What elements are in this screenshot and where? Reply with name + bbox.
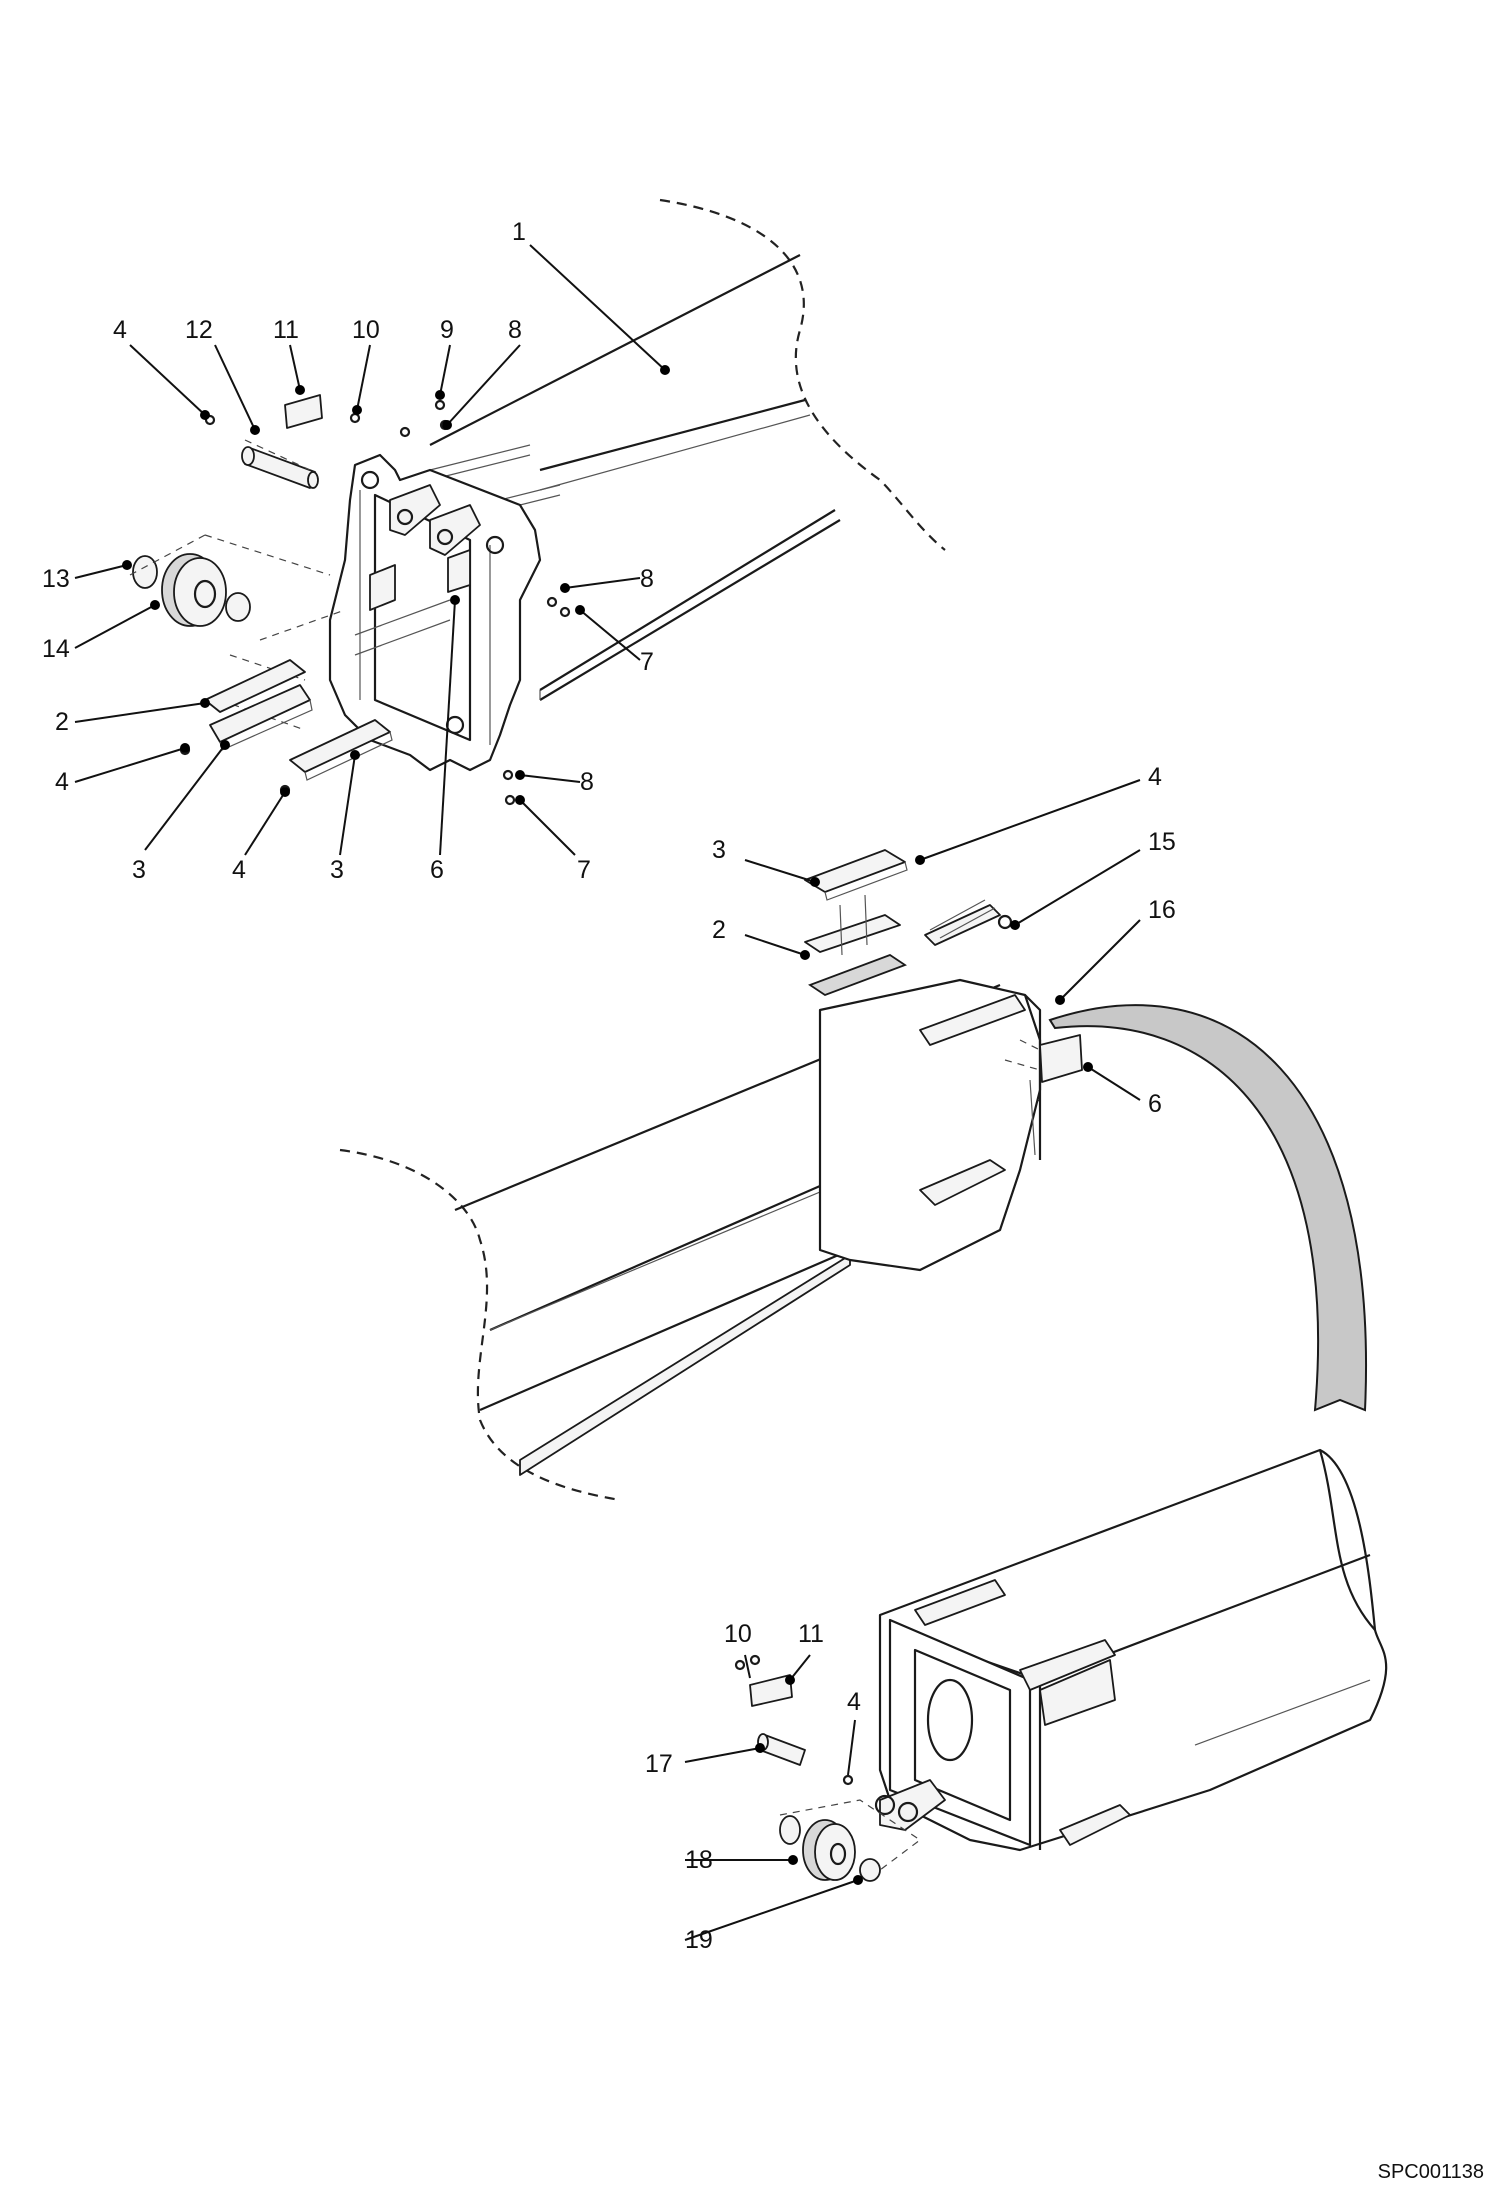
callout-10: 10 — [352, 316, 380, 344]
pin-12 — [241, 446, 319, 489]
callout-3: 3 — [132, 856, 146, 884]
callout-7: 7 — [577, 856, 591, 884]
callout-9: 9 — [440, 316, 454, 344]
callout-15: 15 — [1148, 828, 1176, 856]
callout-3: 3 — [712, 836, 726, 864]
callout-8: 8 — [508, 316, 522, 344]
callout-4: 4 — [232, 856, 246, 884]
callout-11: 11 — [798, 1620, 824, 1648]
middle-boom-section — [339, 849, 1083, 1502]
callout-3: 3 — [330, 856, 344, 884]
sheave-14 — [132, 553, 251, 627]
callout-1: 1 — [512, 218, 526, 246]
callout-2: 2 — [712, 916, 726, 944]
top-boom-section — [129, 198, 946, 806]
callout-18: 18 — [685, 1846, 713, 1874]
callout-10: 10 — [724, 1620, 752, 1648]
callout-11: 11 — [273, 316, 299, 344]
assembly-direction-arrow — [1048, 1004, 1367, 1412]
drawing-reference-code: SPC001138 — [1377, 2161, 1484, 2183]
leader-lines — [74, 244, 1141, 1941]
callout-7: 7 — [640, 648, 654, 676]
callout-13: 13 — [42, 565, 70, 593]
callout-12: 12 — [185, 316, 213, 344]
end-frame — [328, 453, 542, 772]
callout-2: 2 — [55, 708, 69, 736]
callout-19: 19 — [685, 1926, 713, 1954]
callout-8: 8 — [580, 768, 594, 796]
bottom-boom-section — [734, 1448, 1388, 1882]
callout-4: 4 — [55, 768, 69, 796]
callout-4: 4 — [1148, 763, 1162, 791]
callout-8: 8 — [640, 565, 654, 593]
wear-pads-2-3 — [204, 659, 393, 781]
callout-6: 6 — [430, 856, 444, 884]
callout-6: 6 — [1148, 1090, 1162, 1118]
callout-labels: 1 4 12 11 10 9 8 13 14 8 7 2 4 8 3 4 3 6… — [42, 218, 1176, 1954]
callout-4: 4 — [113, 316, 127, 344]
callout-16: 16 — [1148, 896, 1176, 924]
callout-14: 14 — [42, 635, 70, 663]
callout-4: 4 — [847, 1688, 861, 1716]
retainer-plate-11 — [284, 394, 323, 429]
callout-17: 17 — [645, 1750, 673, 1778]
